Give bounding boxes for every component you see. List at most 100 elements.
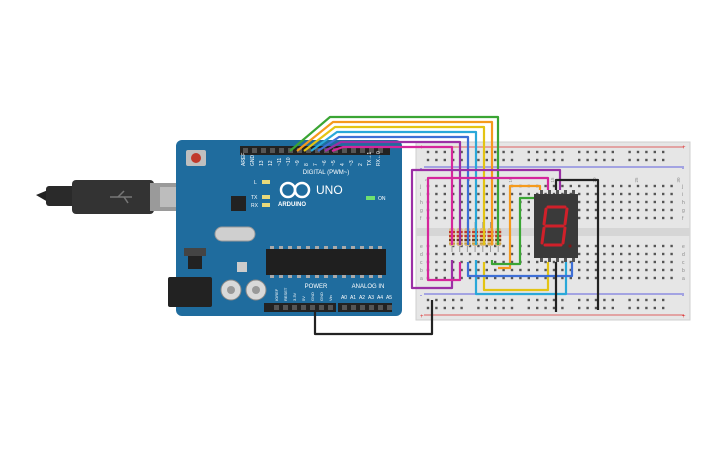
breadboard-row-label: h — [682, 200, 685, 206]
power-jack[interactable] — [168, 277, 212, 307]
breadboard-row-label: e — [682, 244, 685, 250]
seven-segment-display[interactable] — [534, 190, 578, 262]
breadboard-row-label: f — [682, 216, 684, 222]
breadboard-row-label: a — [682, 276, 685, 282]
wire-green — [289, 115, 500, 245]
atmega-chip — [266, 246, 386, 278]
analog-pin-label: A5 — [386, 295, 392, 301]
digital-pin-label: 2 — [358, 163, 364, 166]
digital-pin-label: ~6 — [322, 160, 328, 166]
breadboard-row-label: b — [682, 268, 685, 274]
analog-pin-label: A0 — [341, 295, 347, 301]
power-header — [264, 303, 336, 312]
arduino-logo-text: ARDUINO — [278, 202, 306, 208]
on-led: ON — [366, 196, 386, 202]
analog-pin-label: A1 — [350, 295, 356, 301]
breadboard-column-label: 10 — [508, 177, 513, 183]
wire-black-display-top — [554, 178, 600, 310]
wire-green-low — [490, 196, 534, 266]
breadboard-row-label: j — [419, 184, 421, 190]
reset-button[interactable] — [186, 150, 206, 166]
power-pin-label: GND — [310, 292, 315, 301]
breadboard-row-label: f — [420, 216, 422, 222]
jumper-wires[interactable] — [289, 115, 600, 336]
power-pin-label: Vin — [328, 295, 333, 301]
wire-blue — [317, 135, 470, 245]
breadboard-row-label: i — [682, 192, 683, 198]
power-header-label: POWER — [305, 284, 328, 290]
breadboard-column-label: 30 — [676, 177, 681, 183]
power-pin-label: RESET — [283, 287, 288, 301]
digital-pin-label: TX→1 — [367, 152, 373, 166]
tx-label: TX — [251, 195, 258, 201]
rail-polarity-mark: - — [682, 166, 684, 172]
voltage-regulator — [188, 255, 202, 269]
board-model: UNO — [316, 183, 343, 197]
wire-purple-low — [410, 168, 562, 290]
usb-cable[interactable] — [36, 180, 182, 214]
wire-yellow — [303, 125, 486, 245]
l-label: L — [254, 180, 257, 186]
on-label: ON — [378, 196, 386, 202]
power-pin-label: 5V — [301, 296, 306, 301]
breadboard-row-label: g — [420, 208, 423, 214]
breadboard-row-label: e — [420, 244, 423, 250]
wire-orange — [296, 120, 494, 245]
rail-polarity-mark: + — [682, 314, 686, 320]
digital-pin-label: 12 — [268, 160, 274, 166]
rail-polarity-mark: + — [420, 314, 424, 320]
status-leds: L TX RX — [251, 180, 270, 209]
rail-polarity-mark: - — [420, 293, 422, 299]
wire-blue-low — [466, 262, 574, 278]
breadboard-row-label: d — [682, 252, 685, 258]
power-pin-label: GND — [319, 292, 324, 301]
breadboard-row-label: c — [420, 260, 423, 266]
digital-pin-label: ~10 — [286, 157, 292, 166]
usb-chip — [231, 196, 246, 211]
analog-pin-label: A3 — [368, 295, 374, 301]
breadboard-row-label: i — [420, 192, 421, 198]
usb-icon — [110, 190, 132, 204]
breadboard-row-label: h — [420, 200, 423, 206]
rx-label: RX — [251, 203, 259, 209]
analog-pin-label: A4 — [377, 295, 383, 301]
analog-header-label: ANALOG IN — [352, 284, 385, 290]
breadboard-row-label: c — [682, 260, 685, 266]
wire-purple — [324, 140, 462, 245]
rail-polarity-mark: - — [682, 293, 684, 299]
digital-pin-label: ~11 — [277, 158, 283, 166]
wire-orange-low — [498, 184, 542, 270]
digital-pin-label: RX←0 — [376, 151, 382, 166]
digital-pin-label: AREF — [241, 153, 247, 166]
wire-black-ground — [313, 300, 434, 336]
breadboard-row-label: d — [420, 252, 423, 258]
power-pin-label: IOREF — [274, 288, 279, 301]
digit-segments — [540, 205, 569, 247]
breadboard-column-label: 25 — [634, 177, 639, 183]
digital-pin-label: ~3 — [349, 160, 355, 166]
wire-cyan — [310, 130, 478, 245]
digital-pin-label: 4 — [340, 163, 346, 166]
breadboard-column-label: 15 — [550, 177, 555, 183]
wire-pink — [331, 145, 454, 245]
arduino-logo: ARDUINO UNO — [278, 181, 343, 208]
breadboard-column-label: 1 — [424, 178, 429, 181]
breadboard-row-label: a — [420, 276, 423, 282]
crystal — [214, 226, 256, 242]
digital-pin-label: 7 — [313, 163, 319, 166]
analog-pin-label: A2 — [359, 295, 365, 301]
breadboard-row-label: b — [420, 268, 423, 274]
wire-pink-low — [426, 176, 550, 282]
digital-pin-label: 8 — [304, 163, 310, 166]
capacitors — [220, 279, 267, 301]
decimal-point — [568, 244, 572, 248]
breadboard-row-label: g — [682, 208, 685, 214]
rail-polarity-mark: + — [682, 145, 686, 151]
digital-pin-label: 13 — [259, 160, 265, 166]
